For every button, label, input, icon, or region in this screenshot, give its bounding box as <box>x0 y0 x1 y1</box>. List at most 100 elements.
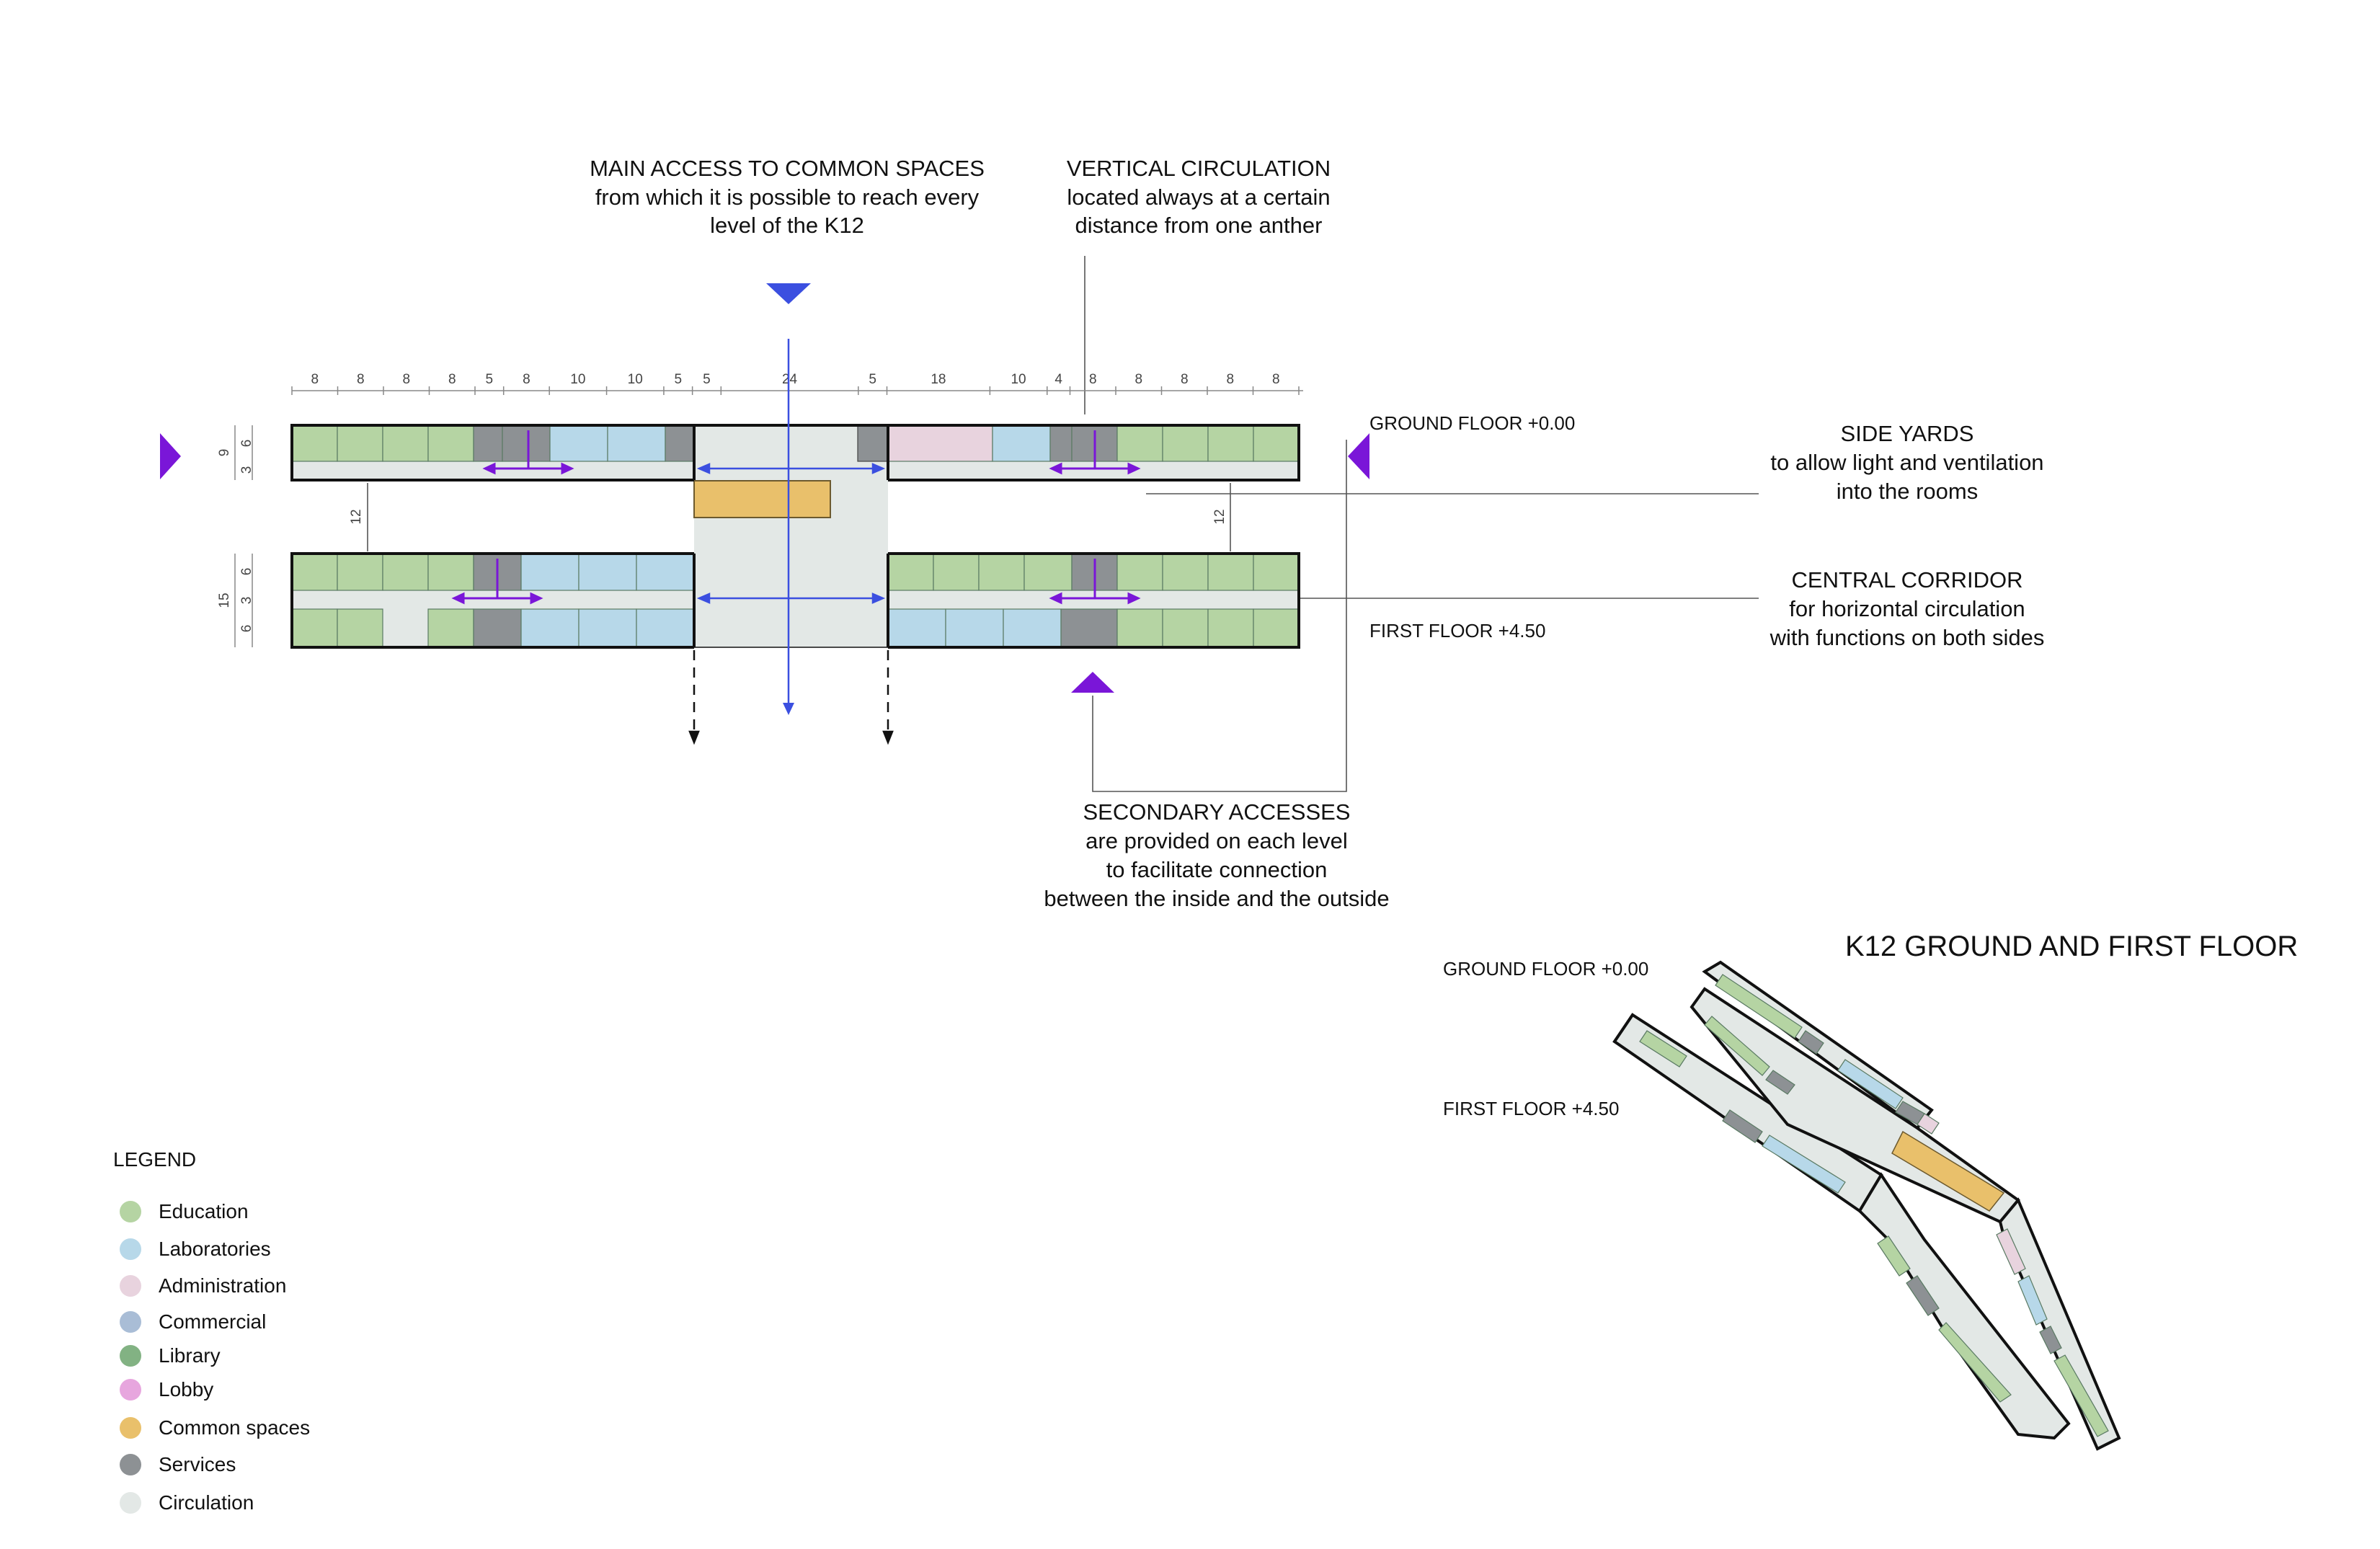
legend-swatch <box>120 1238 141 1260</box>
legend-item: Commercial <box>120 1310 266 1333</box>
legend-swatch <box>120 1275 141 1297</box>
service-room <box>857 425 889 462</box>
axon-first-floor <box>1612 1013 2071 1440</box>
first-depth-part: 3 <box>239 597 254 605</box>
legend-item: Lobby <box>120 1378 213 1401</box>
legend-label: Education <box>159 1200 249 1222</box>
legend-label: Library <box>159 1344 221 1367</box>
dimension-label: 8 <box>1272 372 1280 387</box>
legend-item: Library <box>120 1344 221 1367</box>
legend-swatch <box>120 1454 141 1475</box>
dimension-label: 8 <box>357 372 365 387</box>
dimension-label: 10 <box>628 372 643 387</box>
central-corridor-line: for horizontal circulation <box>1789 596 2025 621</box>
first-floor-right-wing <box>887 552 1300 649</box>
legend-label: Common spaces <box>159 1416 310 1439</box>
secondary-access-triangle-left <box>160 433 181 479</box>
legend-swatch <box>120 1201 141 1222</box>
legend-label: Laboratories <box>159 1238 271 1260</box>
legend-swatch <box>120 1379 141 1401</box>
main-access-markers <box>688 283 894 745</box>
annotation-side-yards: SIDE YARDS to allow light and ventilatio… <box>1770 421 2043 504</box>
ground-floor-right-wing <box>887 424 1300 481</box>
dimension-label: 8 <box>1181 372 1189 387</box>
first-floor-left-wing <box>290 552 695 649</box>
legend-item: Services <box>120 1453 236 1475</box>
legend-item: Common spaces <box>120 1416 310 1439</box>
exit-dashed-arrows <box>688 650 894 745</box>
first-depth-part: 6 <box>239 625 254 633</box>
annotation-central-corridor: CENTRAL CORRIDOR for horizontal circulat… <box>1770 567 2045 650</box>
first-depth-total: 15 <box>217 592 232 608</box>
main-access-axis-arrowhead <box>783 703 794 715</box>
legend-item: Administration <box>120 1274 286 1297</box>
leader-lines <box>367 256 1759 792</box>
axon-title: K12 GROUND AND FIRST FLOOR <box>1845 931 2298 962</box>
secondary-access-triangle-right <box>1348 433 1369 479</box>
dimension-label: 4 <box>1054 372 1062 387</box>
dimension-label: 5 <box>703 372 711 387</box>
legend-label: Commercial <box>159 1310 266 1333</box>
vertical-circulation-title: VERTICAL CIRCULATION <box>1067 156 1331 181</box>
dimension-label: 8 <box>1226 372 1234 387</box>
side-dimensions-first: 15 6 3 6 <box>217 554 254 647</box>
ground-depth-part: 3 <box>239 466 254 474</box>
dimension-label: 8 <box>523 372 530 387</box>
dimension-label: 8 <box>448 372 456 387</box>
legend-title: LEGEND <box>113 1148 196 1171</box>
dimension-label: 8 <box>402 372 410 387</box>
annotation-vertical-circulation: VERTICAL CIRCULATION located always at a… <box>1067 156 1331 238</box>
yard-width-left: 12 <box>349 509 364 524</box>
legend-swatch <box>120 1492 141 1514</box>
legend-item: Education <box>120 1200 249 1222</box>
main-access-title: MAIN ACCESS TO COMMON SPACES <box>590 156 985 181</box>
dimension-label: 24 <box>782 372 798 387</box>
main-access-line: level of the K12 <box>710 213 864 238</box>
dimension-label: 5 <box>674 372 682 387</box>
axon-ground-floor-label: GROUND FLOOR +0.00 <box>1443 958 1648 980</box>
dimension-label: 8 <box>1089 372 1097 387</box>
ground-depth-part: 6 <box>239 440 254 448</box>
central-corridor-title: CENTRAL CORRIDOR <box>1792 567 2023 592</box>
dimension-label: 5 <box>486 372 494 387</box>
secondary-accesses-line: between the inside and the outside <box>1044 886 1389 911</box>
central-common-block <box>694 425 888 647</box>
secondary-accesses-title: SECONDARY ACCESSES <box>1083 799 1351 825</box>
dimension-ticks <box>291 386 1300 395</box>
side-yards-title: SIDE YARDS <box>1841 421 1974 446</box>
side-yards-line: to allow light and ventilation <box>1770 450 2043 475</box>
dimension-label: 18 <box>931 372 946 387</box>
vertical-circulation-line: located always at a certain <box>1067 185 1330 210</box>
dimension-label: 8 <box>311 372 319 387</box>
common-space-room <box>693 480 831 518</box>
vertical-circulation-line: distance from one anther <box>1075 213 1323 238</box>
ground-depth-total: 9 <box>217 449 232 457</box>
yard-width-right: 12 <box>1212 509 1227 524</box>
legend-label: Services <box>159 1453 236 1475</box>
legend-swatch <box>120 1345 141 1367</box>
ground-floor-label: GROUND FLOOR +0.00 <box>1369 412 1575 434</box>
ground-floor-left-wing <box>290 424 695 481</box>
legend-label: Lobby <box>159 1378 213 1401</box>
first-depth-part: 6 <box>239 568 254 576</box>
leader-secondary-access <box>1092 440 1347 792</box>
first-floor-label: FIRST FLOOR +4.50 <box>1369 620 1545 642</box>
legend-item: Laboratories <box>120 1238 271 1260</box>
annotation-secondary-accesses: SECONDARY ACCESSES are provided on each … <box>1044 799 1389 911</box>
central-corridor-line: with functions on both sides <box>1770 625 2045 650</box>
dimension-label: 10 <box>1011 372 1026 387</box>
main-access-triangle <box>766 283 811 304</box>
vertical-circulation-arrows <box>451 430 1141 605</box>
dimension-label: 5 <box>869 372 876 387</box>
secondary-access-triangle-bottom <box>1071 672 1114 693</box>
secondary-accesses-line: to facilitate connection <box>1106 857 1328 882</box>
annotation-main-access: MAIN ACCESS TO COMMON SPACES from which … <box>590 156 985 238</box>
axon-ground-floor <box>1689 960 2121 1451</box>
central-circulation-arrows <box>696 463 886 604</box>
side-yards-line: into the rooms <box>1837 479 1978 504</box>
secondary-accesses-line: are provided on each level <box>1085 828 1348 853</box>
legend: LEGEND Education Laboratories Administra… <box>113 1148 310 1514</box>
